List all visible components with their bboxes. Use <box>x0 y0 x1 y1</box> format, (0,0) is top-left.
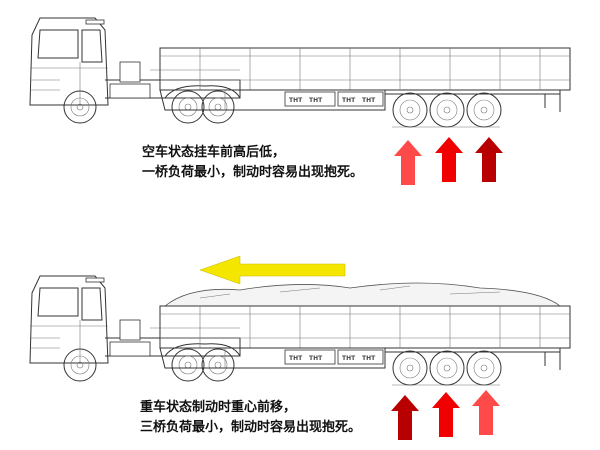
load-arrow-axle-2 <box>435 137 463 182</box>
toolbox-logo: THT <box>309 97 323 104</box>
load-arrow-axle-1 <box>394 140 422 185</box>
toolbox-logo: THT <box>342 355 356 362</box>
toolbox-logo: THT <box>289 97 303 104</box>
axle-load-arrows-loaded <box>391 390 500 440</box>
caption-line: 三桥负荷最小，制动时容易出现抱死。 <box>140 420 362 435</box>
center-of-gravity-shift-arrow <box>199 255 346 285</box>
empty-truck: THT THT THT THT <box>29 17 571 128</box>
toolbox-logo: THT <box>289 355 303 362</box>
caption-line: 重车状态制动时重心前移， <box>140 400 297 415</box>
load-arrow-axle-1 <box>391 395 419 440</box>
caption-line: 空车状态挂车前高后低， <box>142 145 286 160</box>
caption-empty: 空车状态挂车前高后低， 一桥负荷最小，制动时容易出现抱死。 <box>142 143 363 183</box>
toolbox-logo: THT <box>342 97 356 104</box>
toolbox-logo: THT <box>309 355 323 362</box>
cargo-heap <box>163 282 562 307</box>
load-arrow-axle-3 <box>472 390 500 435</box>
load-arrow-axle-3 <box>475 137 503 182</box>
load-arrow-axle-2 <box>432 392 460 437</box>
axle-load-arrows-empty <box>394 137 503 185</box>
toolbox-logo: THT <box>362 355 376 362</box>
loaded-truck: THT THT THT THT <box>29 275 571 386</box>
toolbox-logo: THT <box>362 97 376 104</box>
caption-loaded: 重车状态制动时重心前移， 三桥负荷最小，制动时容易出现抱死。 <box>140 398 361 438</box>
caption-line: 一桥负荷最小，制动时容易出现抱死。 <box>142 165 364 180</box>
